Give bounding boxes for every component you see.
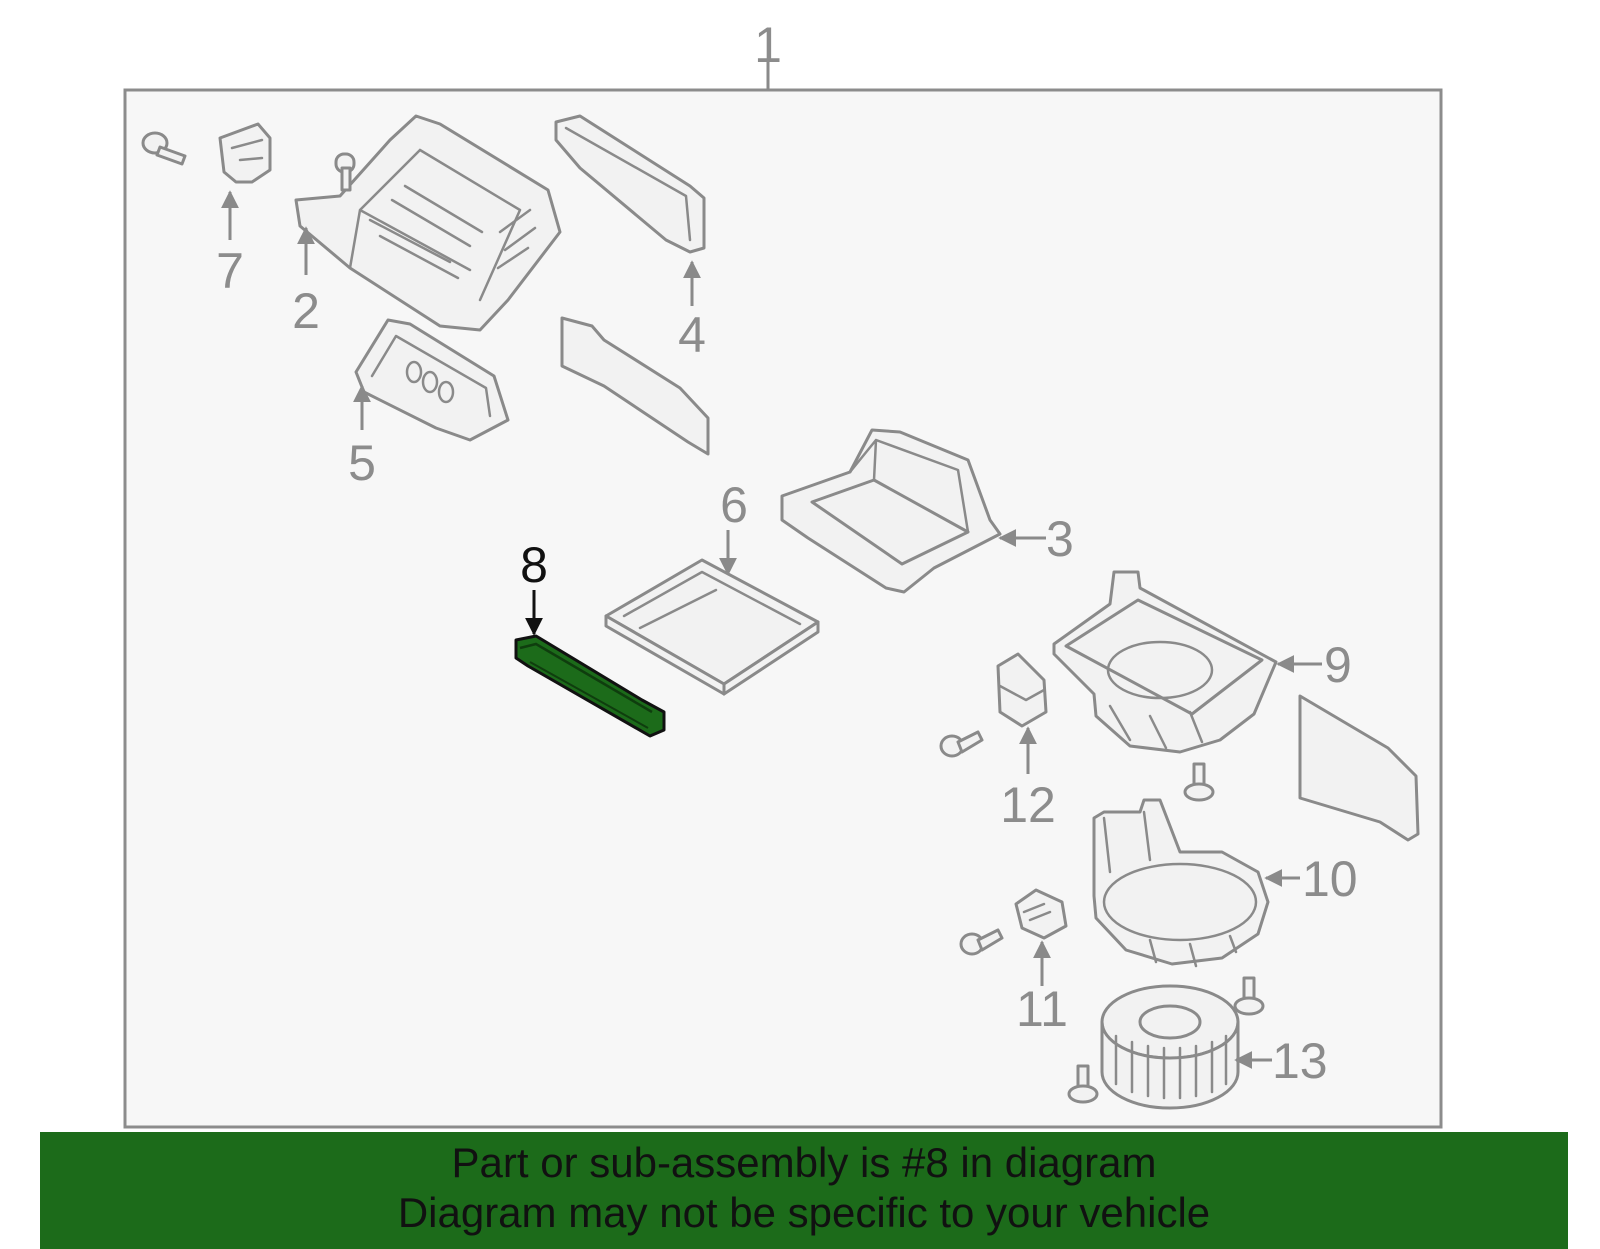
side-panel xyxy=(1298,694,1420,842)
callout-11: 12 xyxy=(1000,777,1056,833)
part-12-resistor xyxy=(959,888,1068,956)
callout-10: 10 xyxy=(1302,851,1358,907)
callout-3: 3 xyxy=(1046,511,1074,567)
callout-4: 4 xyxy=(678,307,706,363)
screw-upper xyxy=(1183,762,1215,802)
callout-2: 2 xyxy=(292,283,320,339)
callout-1: 1 xyxy=(754,17,782,73)
banner-line-part: Part or sub-assembly is #8 in diagram xyxy=(451,1139,1157,1186)
part-5-cover xyxy=(354,318,510,442)
part-9-upper-case xyxy=(1052,570,1278,754)
callout-5: 5 xyxy=(348,435,376,491)
bracket-plate xyxy=(560,316,710,456)
callout-6: 7 xyxy=(216,243,244,299)
part-6-sensor xyxy=(141,122,272,184)
part-11-actuator xyxy=(939,652,1048,758)
info-banner: Part or sub-assembly is #8 in diagram Di… xyxy=(40,1132,1568,1249)
screw-lower-right xyxy=(1233,976,1265,1016)
part-13-blower-motor xyxy=(1100,984,1240,1110)
callout-13: 13 xyxy=(1272,1033,1328,1089)
part-4-duct xyxy=(554,114,706,254)
banner-line-disclaimer: Diagram may not be specific to your vehi… xyxy=(397,1189,1211,1236)
callout-9: 9 xyxy=(1324,637,1352,693)
part-7-filter xyxy=(604,558,820,696)
callout-12: 11 xyxy=(1016,981,1068,1037)
screw-lower-left xyxy=(1067,1064,1099,1104)
callout-7: 6 xyxy=(720,477,748,533)
part-10-lower-case xyxy=(1092,798,1270,968)
parts-diagram: 1 7 2 4 5 xyxy=(123,17,1443,1129)
callout-8[interactable]: 8 xyxy=(520,537,548,593)
part-8-filter-cover xyxy=(514,634,666,738)
part-2-housing xyxy=(294,114,562,332)
